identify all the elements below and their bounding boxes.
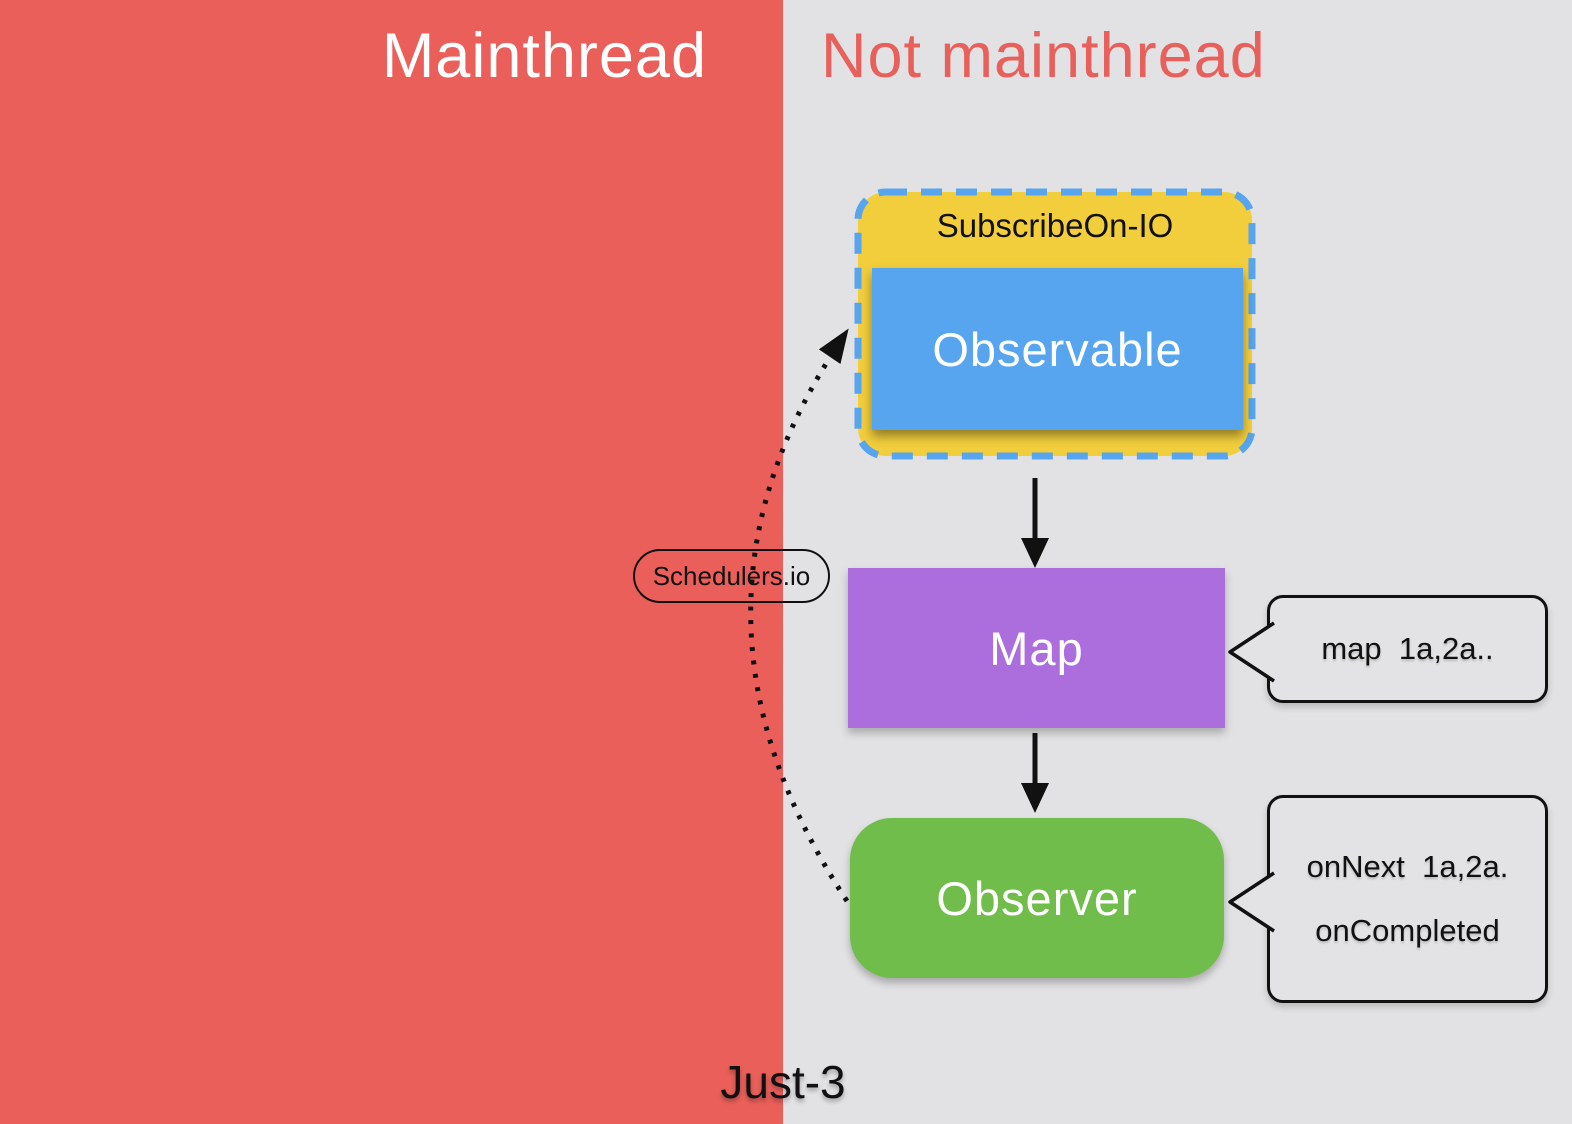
arrow-down-icon bbox=[1021, 478, 1049, 568]
observer-node: Observer bbox=[850, 818, 1224, 978]
observer-callout: onNext 1a,2a. onCompleted bbox=[1228, 795, 1548, 1003]
map-label: Map bbox=[989, 621, 1084, 675]
mainthread-heading: Mainthread bbox=[381, 21, 707, 91]
subscribeon-label: SubscribeOn-IO bbox=[936, 207, 1174, 244]
map-node: Map bbox=[848, 568, 1225, 728]
subscribeon-group: SubscribeOn-IO Observable bbox=[854, 188, 1256, 460]
schedulers-io-pill: Schedulers.io bbox=[633, 549, 830, 603]
callout-tail-icon bbox=[1228, 621, 1275, 683]
map-callout-text: map 1a,2a.. bbox=[1321, 631, 1494, 666]
observer-callout-line2: onCompleted bbox=[1315, 913, 1500, 948]
observable-node: Observable bbox=[872, 268, 1243, 430]
observable-label: Observable bbox=[932, 322, 1183, 376]
arrow-down-icon bbox=[1021, 733, 1049, 813]
callout-tail-icon bbox=[1228, 871, 1275, 933]
not-mainthread-heading: Not mainthread bbox=[821, 21, 1266, 91]
map-callout: map 1a,2a.. bbox=[1228, 595, 1548, 703]
observer-callout-line1: onNext 1a,2a. bbox=[1306, 849, 1509, 884]
slide-caption: Just-3 bbox=[720, 1056, 846, 1108]
observer-label: Observer bbox=[936, 871, 1138, 925]
schedulers-io-label: Schedulers.io bbox=[652, 560, 811, 591]
